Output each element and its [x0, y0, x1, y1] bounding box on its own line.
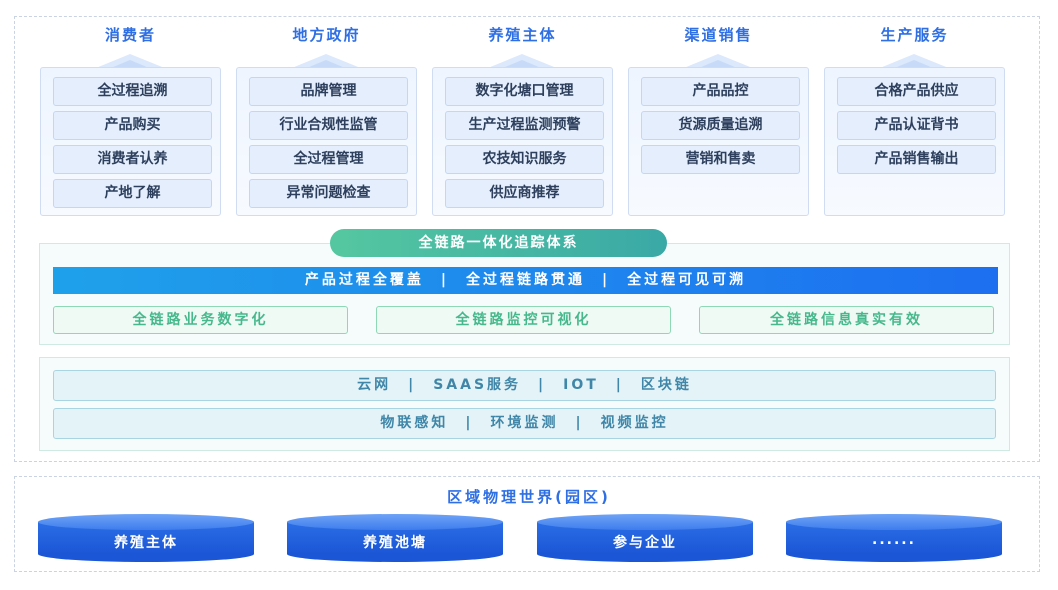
column-box: 数字化塘口管理 生产过程监测预警 农技知识服务 供应商推荐 [432, 67, 613, 216]
column-title: 养殖主体 [488, 26, 557, 44]
column-title: 生产服务 [880, 26, 949, 44]
cylinder-top [38, 514, 254, 530]
list-item[interactable]: 供应商推荐 [445, 179, 604, 208]
column-breeding-entity: 养殖主体 数字化塘口管理 生产过程监测预警 农技知识服务 供应商推荐 [430, 24, 615, 216]
infra-row-platform: 云网 | SAAS服务 | IOT | 区块链 [53, 370, 996, 401]
column-box: 品牌管理 行业合规性监管 全过程管理 异常问题检查 [236, 67, 417, 216]
chain-pill-authenticity[interactable]: 全链路信息真实有效 [699, 306, 994, 334]
column-title: 渠道销售 [684, 26, 753, 44]
cylinder-label: 参与企业 [613, 535, 677, 551]
list-item[interactable]: 合格产品供应 [837, 77, 996, 106]
cylinder-label: 养殖主体 [114, 535, 178, 551]
list-item[interactable]: 农技知识服务 [445, 145, 604, 174]
column-production-service: 生产服务 合格产品供应 产品认证背书 产品销售输出 [822, 24, 1007, 216]
column-box: 全过程追溯 产品购买 消费者认养 产地了解 [40, 67, 221, 216]
column-title: 消费者 [104, 26, 156, 44]
infra-row-sensing: 物联感知 | 环境监测 | 视频监控 [53, 408, 996, 439]
list-item[interactable]: 异常问题检查 [249, 179, 408, 208]
region-title: 区域物理世界(园区) [447, 488, 611, 506]
list-item[interactable]: 产品认证背书 [837, 111, 996, 140]
cylinder-top [537, 514, 753, 530]
region-cylinder[interactable]: 养殖主体 [38, 514, 254, 562]
region-cylinder[interactable]: ...... [786, 514, 1002, 562]
list-item[interactable]: 全过程管理 [249, 145, 408, 174]
chain-coverage-bar: 产品过程全覆盖 | 全过程链路贯通 | 全过程可见可溯 [53, 267, 998, 294]
list-item[interactable]: 产品销售输出 [837, 145, 996, 174]
list-item[interactable]: 货源质量追溯 [641, 111, 800, 140]
stakeholder-frame [14, 16, 1040, 462]
list-item[interactable]: 产品品控 [641, 77, 800, 106]
column-channel-sales: 渠道销售 产品品控 货源质量追溯 营销和售卖 [626, 24, 811, 216]
column-consumer: 消费者 全过程追溯 产品购买 消费者认养 产地了解 [38, 24, 223, 216]
list-item[interactable]: 行业合规性监管 [249, 111, 408, 140]
list-item[interactable]: 营销和售卖 [641, 145, 800, 174]
column-title: 地方政府 [292, 26, 361, 44]
list-item[interactable]: 全过程追溯 [53, 77, 212, 106]
cylinder-label: 养殖池塘 [363, 535, 427, 551]
chain-pill-digitization[interactable]: 全链路业务数字化 [53, 306, 348, 334]
cylinder-label: ...... [872, 532, 916, 548]
chain-pill-visualization[interactable]: 全链路监控可视化 [376, 306, 671, 334]
region-cylinder[interactable]: 参与企业 [537, 514, 753, 562]
column-government: 地方政府 品牌管理 行业合规性监管 全过程管理 异常问题检查 [234, 24, 419, 216]
region-cylinder[interactable]: 养殖池塘 [287, 514, 503, 562]
list-item[interactable]: 产地了解 [53, 179, 212, 208]
chain-title-pill: 全链路一体化追踪体系 [330, 229, 667, 257]
list-item[interactable]: 生产过程监测预警 [445, 111, 604, 140]
cylinder-top [287, 514, 503, 530]
list-item[interactable]: 品牌管理 [249, 77, 408, 106]
column-box: 合格产品供应 产品认证背书 产品销售输出 [824, 67, 1005, 216]
column-box: 产品品控 货源质量追溯 营销和售卖 [628, 67, 809, 216]
list-item[interactable]: 产品购买 [53, 111, 212, 140]
list-item[interactable]: 消费者认养 [53, 145, 212, 174]
region-frame [14, 476, 1040, 572]
cylinder-top [786, 514, 1002, 530]
list-item[interactable]: 数字化塘口管理 [445, 77, 604, 106]
